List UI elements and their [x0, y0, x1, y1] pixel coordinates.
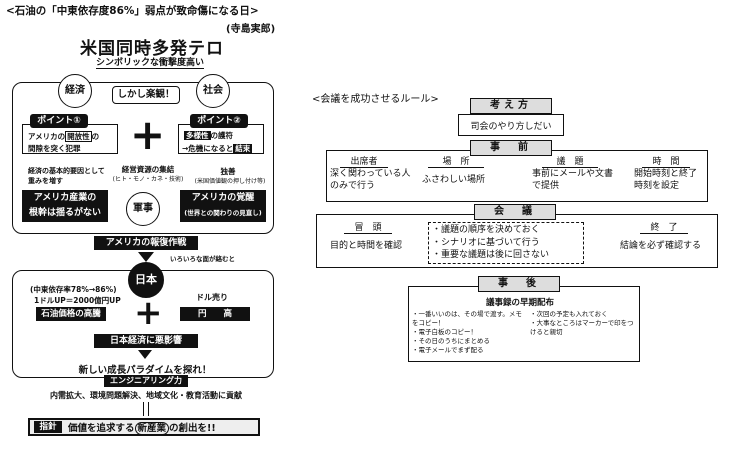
domains: 内需拡大、環境問題解決、地域文化・教育活動に貢献 [50, 391, 242, 400]
after-left-list: 一番いいのは、その場で渡す。メモをコピー！ 電子白板のコピー！ その日のうちにま… [412, 310, 524, 355]
before-body-4: 開始時刻と終了時刻を設定 [634, 169, 698, 191]
opening-head: 冒 頭 [344, 220, 392, 234]
meeting-item: シナリオに基づいて行う [432, 237, 549, 250]
arrow-down-2 [138, 350, 152, 359]
yen-high: 円 高 [180, 307, 250, 321]
after-right-item: 大事なところはマーカーで印をつけると親切 [530, 319, 636, 337]
industry-line2: 根幹は揺るがない [28, 208, 101, 218]
before-head-1: 出席者 [340, 154, 388, 168]
dollar-sell: ドル売り [196, 293, 228, 302]
awakening-line1: アメリカの覚醒 [191, 193, 255, 203]
point1-highlight: 開放性 [65, 131, 92, 142]
main-subtitle: シンボリックな衝撃度高い [96, 55, 205, 69]
guide-highlight: 新産業 [134, 422, 170, 435]
right-title: <会議を成功させるルール> [312, 94, 439, 105]
closing-head: 終 了 [640, 220, 688, 234]
resources-sub: (ヒト・モノ・カネ・技術) [112, 176, 184, 183]
left-headline: <石油の「中東依存度86%」弱点が致命傷になる日> [6, 5, 259, 17]
industry-box: アメリカ産業の 根幹は揺るがない [22, 190, 108, 222]
independence: 独善 [220, 167, 236, 176]
guideline-label: 指針 [34, 421, 62, 433]
point1-pre: アメリカの [28, 132, 66, 141]
after-tab: 事 後 [478, 276, 560, 292]
point2-post: の護符 [210, 131, 234, 140]
however-box: しかし楽観！ [112, 86, 180, 104]
meeting-tab: 会 議 [474, 204, 556, 220]
left-author: (寺島実郎) [226, 24, 276, 35]
meeting-items-box [428, 222, 584, 264]
closing-body: 結論を必ず確認する [620, 241, 702, 251]
after-right-item: 次回の予定も入れておく [530, 310, 636, 319]
engineering: エンジニアリング力 [104, 375, 188, 387]
before-body-1: 深く関わっている人のみで行う [330, 169, 411, 191]
plus-lower: + [134, 293, 163, 333]
point2-line2b: 結束 [233, 144, 253, 153]
paradigm: 新しい成長パラダイムを探れ！ [78, 365, 212, 376]
point2-label: ポイント② [190, 114, 248, 128]
guide-pre: 価値を追求する [68, 423, 135, 434]
thinking-sub: 司会のやり方しだい [470, 122, 552, 132]
dep-line1: (中東依存率78%→86%) [30, 285, 117, 294]
military-circle: 軍事 [126, 192, 160, 226]
awakening-box: アメリカの覚醒 (世界との関わりの見直し) [180, 190, 266, 222]
after-left-item: その日のうちにまとめる [412, 337, 524, 346]
meeting-items: 議題の順序を決めておく シナリオに基づいて行う 重要な議題は後に回さない [432, 224, 549, 262]
point2-line2a: →危機になると [182, 144, 234, 153]
industry-line1: アメリカ産業の [33, 193, 97, 203]
before-head-4: 時 間 [642, 154, 690, 168]
point2-line2: →危機になると結束 [182, 143, 253, 154]
after-right-list: 次回の予定も入れておく 大事なところはマーカーで印をつけると親切 [530, 310, 636, 337]
before-body-2: ふさわしい場所 [422, 175, 486, 185]
econ-base: 経済の基本的要因として重みを増す [28, 167, 105, 185]
resources: 経営資源の集結 [121, 165, 175, 174]
point1-line2: 間隙を突く犯罪 [28, 144, 81, 153]
opening-body: 目的と時間を確認 [330, 241, 403, 251]
before-head-2: 場 所 [428, 154, 484, 168]
point1-label: ポイント① [30, 114, 88, 128]
before-head-3: 議 題 [542, 154, 598, 168]
awakening-line2: (世界との関わりの見直し) [184, 209, 262, 217]
point1-text: アメリカの開放性の [28, 131, 99, 142]
guideline-bar [28, 418, 260, 436]
thinking-tab: 考え方 [470, 98, 552, 114]
before-body-3: 事前にメールや文書で提供 [532, 169, 614, 191]
retaliation-bar: アメリカの報復作戦 [94, 236, 198, 250]
arrow-down-1 [138, 252, 154, 262]
various-note: いろいろな面が絡むと [170, 255, 235, 263]
after-left-item: 電子白板のコピー！ [412, 328, 524, 337]
after-left-item: 電子メールでまず配る [412, 346, 524, 355]
independence-sub: (米国価値観の押し付け等) [194, 178, 266, 185]
after-sub: 議事録の早期配布 [485, 298, 554, 308]
plus-upper: + [130, 110, 166, 159]
meeting-item: 議題の順序を決めておく [432, 224, 549, 237]
oil-high: 石油価格の高騰 [36, 307, 106, 321]
dep-line2: 1ドルUP＝2000億円UP [34, 296, 121, 305]
main-title: 米国同時多発テロ [80, 39, 224, 59]
japan-circle: 日本 [128, 262, 164, 298]
thinking-box [458, 114, 564, 136]
point1-box [22, 124, 118, 154]
double-line [143, 402, 149, 416]
point2-highlight: 多様性 [184, 131, 211, 140]
point2-text: 多様性の護符 [184, 130, 233, 141]
after-left-item: 一番いいのは、その場で渡す。メモをコピー！ [412, 310, 524, 328]
society-circle: 社会 [196, 74, 230, 108]
before-tab: 事 前 [470, 140, 552, 156]
economy-circle: 経済 [58, 74, 92, 108]
bad-influence: 日本経済に悪影響 [94, 334, 198, 348]
guide-post: の創出を!! [169, 423, 216, 434]
point1-post: の [91, 132, 100, 141]
meeting-item: 重要な議題は後に回さない [432, 249, 549, 262]
guideline-text: 価値を追求する新産業の創出を!! [68, 420, 216, 435]
